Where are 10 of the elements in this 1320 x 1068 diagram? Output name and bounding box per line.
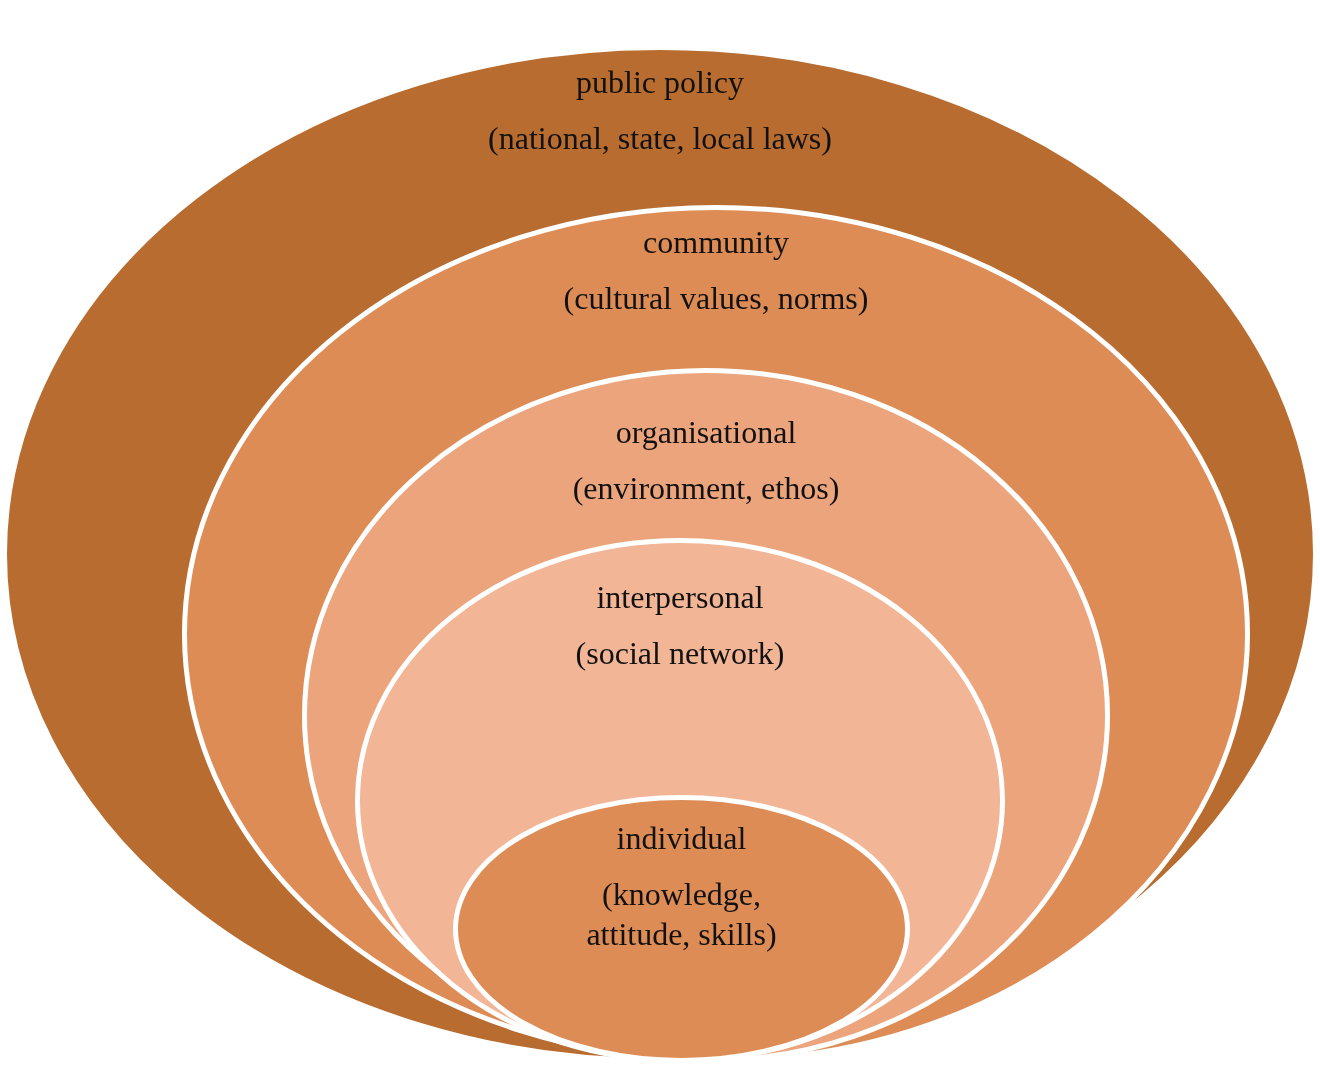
level-heading: individual [615,819,748,858]
level-description: (knowledge, attitude, skills) [585,875,778,954]
level-description: (social network) [574,634,786,673]
level-heading: public policy [575,63,745,102]
level-heading: community [642,223,790,262]
level-heading: organisational [614,413,798,452]
level-description: (environment, ethos) [571,469,841,508]
level-description: (cultural values, norms) [562,279,870,318]
level-heading: interpersonal [595,578,765,617]
level-description: (national, state, local laws) [487,119,833,158]
